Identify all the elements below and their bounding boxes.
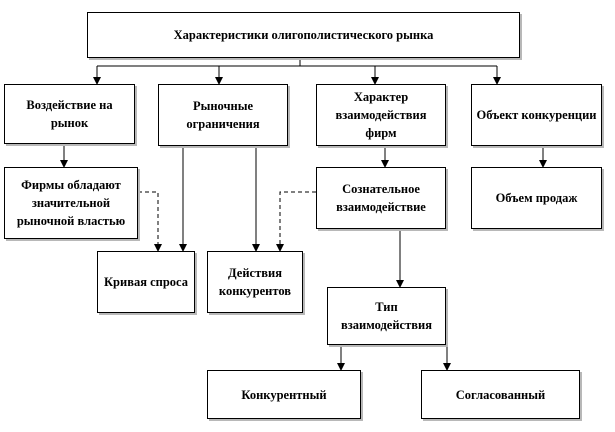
interaction-nature-label: Характер взаимодействия фирм: [335, 90, 427, 140]
market-restrictions-node: Рыночные ограничения: [158, 84, 288, 146]
sales-volume-node: Объем продаж: [471, 167, 602, 229]
competition-object-label: Объект конкуренции: [476, 108, 597, 122]
market-impact-label: Воздействие на рынок: [26, 98, 113, 130]
competition-object-node: Объект конкуренции: [471, 84, 602, 146]
demand-curve-label: Кривая спроса: [103, 275, 188, 289]
market-power-label: Фирмы обладают значительной рыночной вла…: [16, 178, 126, 228]
interaction-type-label: Тип взаимодействия: [341, 300, 432, 332]
dashed-conscious-to-competitors: [276, 191, 316, 252]
market-impact-node: Воздействие на рынок: [4, 84, 135, 144]
competitive-node: Конкурентный: [207, 370, 361, 419]
competitive-label: Конкурентный: [241, 387, 327, 402]
market-restrictions-label: Рыночные ограничения: [186, 99, 260, 131]
competitor-actions-label: Действия конкурентов: [218, 266, 292, 298]
interaction-nature-node: Характер взаимодействия фирм: [316, 84, 446, 146]
root-node: Характеристики олигополистического рынка: [87, 12, 520, 58]
dashed-power-to-demand: [138, 191, 162, 252]
coordinated-node: Согласованный: [421, 370, 580, 419]
conscious-interaction-label: Сознательное взаимодействие: [336, 182, 426, 214]
demand-curve-node: Кривая спроса: [97, 251, 195, 313]
conscious-interaction-node: Сознательное взаимодействие: [316, 167, 446, 229]
market-power-node: Фирмы обладают значительной рыночной вла…: [4, 167, 138, 239]
competitor-actions-node: Действия конкурентов: [207, 251, 303, 313]
root-label: Характеристики олигополистического рынка: [173, 28, 434, 42]
coordinated-label: Согласованный: [455, 387, 546, 402]
interaction-type-node: Тип взаимодействия: [327, 287, 446, 345]
sales-volume-label: Объем продаж: [495, 191, 578, 205]
